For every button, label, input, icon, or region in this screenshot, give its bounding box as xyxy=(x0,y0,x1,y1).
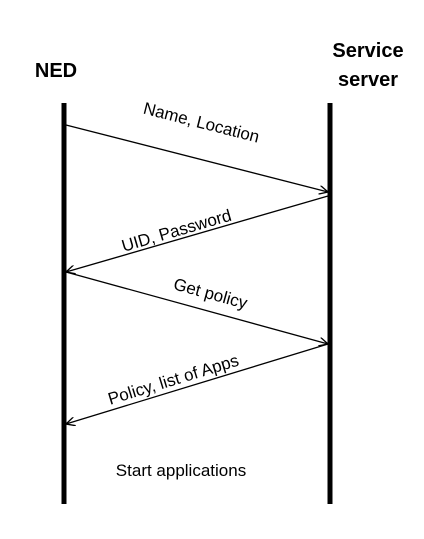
start-applications-note: Start applications xyxy=(116,461,246,480)
message-label-get-policy: Get policy xyxy=(171,275,249,314)
ned-label: NED xyxy=(35,60,77,82)
message-arrow-name-location xyxy=(65,124,328,192)
message-arrow-policy-apps xyxy=(66,343,329,424)
service-server-label-line2: server xyxy=(338,69,398,91)
message-label-policy-apps: Policy, list of Apps xyxy=(106,351,241,409)
message-arrow-get-policy xyxy=(65,271,328,344)
message-label-uid-password: UID, Password xyxy=(119,206,233,256)
message-label-name-location: Name, Location xyxy=(141,99,261,147)
message-arrow-uid-password xyxy=(66,195,329,272)
service-server-label-line1: Service xyxy=(332,40,403,62)
